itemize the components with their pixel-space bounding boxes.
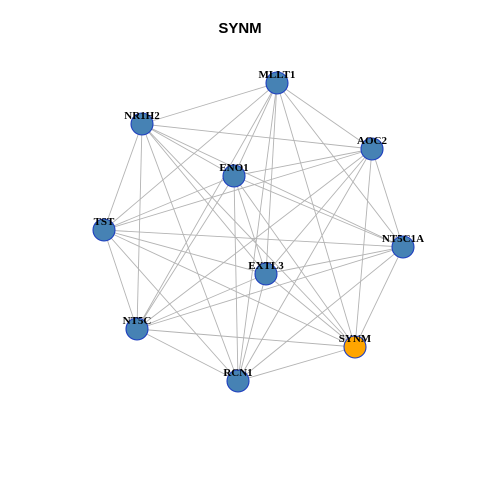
node-label-aoc2: AOC2 bbox=[357, 135, 387, 147]
edge-tst-extl3 bbox=[103, 229, 267, 275]
node-tst[interactable] bbox=[92, 218, 116, 242]
edge-aoc2-eno1 bbox=[233, 148, 373, 177]
edge-mllt1-nt5c1a bbox=[276, 82, 404, 248]
edge-nt5c1a-synm bbox=[354, 246, 404, 348]
edge-nr1h2-nt5c bbox=[136, 123, 143, 330]
edge-nt5c1a-extl3 bbox=[265, 246, 404, 275]
edge-tst-rcn1 bbox=[103, 229, 239, 382]
edge-nt5c-synm bbox=[136, 328, 356, 348]
node-label-nr1h2: NR1H2 bbox=[124, 110, 160, 122]
edge-extl3-nt5c bbox=[136, 273, 267, 330]
edge-mllt1-nr1h2 bbox=[141, 82, 278, 125]
node-label-synm: SYNM bbox=[339, 333, 372, 345]
node-label-extl3: EXTL3 bbox=[248, 260, 284, 272]
edge-aoc2-nt5c1a bbox=[371, 148, 404, 248]
node-nt5c1a[interactable] bbox=[391, 235, 415, 259]
edge-nt5c1a-nt5c bbox=[136, 246, 404, 330]
edge-nr1h2-synm bbox=[141, 123, 356, 348]
edge-eno1-nt5c1a bbox=[233, 175, 404, 248]
edge-eno1-tst bbox=[103, 175, 235, 231]
node-extl3[interactable] bbox=[254, 262, 278, 286]
edge-tst-nt5c1a bbox=[103, 229, 404, 248]
edge-extl3-synm bbox=[265, 273, 356, 348]
node-label-tst: TST bbox=[94, 216, 115, 228]
edge-nr1h2-tst bbox=[103, 123, 143, 231]
node-rcn1[interactable] bbox=[226, 369, 250, 393]
node-nt5c[interactable] bbox=[125, 317, 149, 341]
edge-aoc2-rcn1 bbox=[237, 148, 373, 382]
edge-eno1-synm bbox=[233, 175, 356, 348]
node-label-eno1: ENO1 bbox=[219, 162, 248, 174]
node-eno1[interactable] bbox=[222, 164, 246, 188]
edge-extl3-rcn1 bbox=[237, 273, 267, 382]
edge-mllt1-tst bbox=[103, 82, 278, 231]
node-label-nt5c: NT5C bbox=[123, 315, 152, 327]
node-synm[interactable] bbox=[343, 335, 367, 359]
edge-mllt1-extl3 bbox=[265, 82, 278, 275]
edge-nr1h2-extl3 bbox=[141, 123, 267, 275]
node-label-nt5c1a: NT5C1A bbox=[382, 233, 424, 245]
edge-nt5c1a-rcn1 bbox=[237, 246, 404, 382]
edge-nr1h2-rcn1 bbox=[141, 123, 239, 382]
edge-mllt1-rcn1 bbox=[237, 82, 278, 382]
node-layer bbox=[92, 71, 415, 393]
edge-layer bbox=[103, 82, 404, 382]
edge-tst-nt5c bbox=[103, 229, 138, 330]
node-label-mllt1: MLLT1 bbox=[259, 69, 296, 81]
edge-nr1h2-eno1 bbox=[141, 123, 235, 177]
edge-mllt1-aoc2 bbox=[276, 82, 373, 150]
node-label-rcn1: RCN1 bbox=[223, 367, 252, 379]
edge-tst-synm bbox=[103, 229, 356, 348]
edge-nr1h2-nt5c1a bbox=[141, 123, 404, 248]
plot-title: SYNM bbox=[218, 20, 262, 37]
edge-nr1h2-aoc2 bbox=[141, 123, 373, 150]
edge-eno1-rcn1 bbox=[233, 175, 239, 382]
edge-synm-rcn1 bbox=[237, 346, 356, 382]
node-nr1h2[interactable] bbox=[130, 112, 154, 136]
edge-aoc2-synm bbox=[354, 148, 373, 348]
edge-mllt1-eno1 bbox=[233, 82, 278, 177]
node-mllt1[interactable] bbox=[265, 71, 289, 95]
edge-nt5c-rcn1 bbox=[136, 328, 239, 382]
node-aoc2[interactable] bbox=[360, 137, 384, 161]
edge-mllt1-nt5c bbox=[136, 82, 278, 330]
edge-eno1-extl3 bbox=[233, 175, 267, 275]
